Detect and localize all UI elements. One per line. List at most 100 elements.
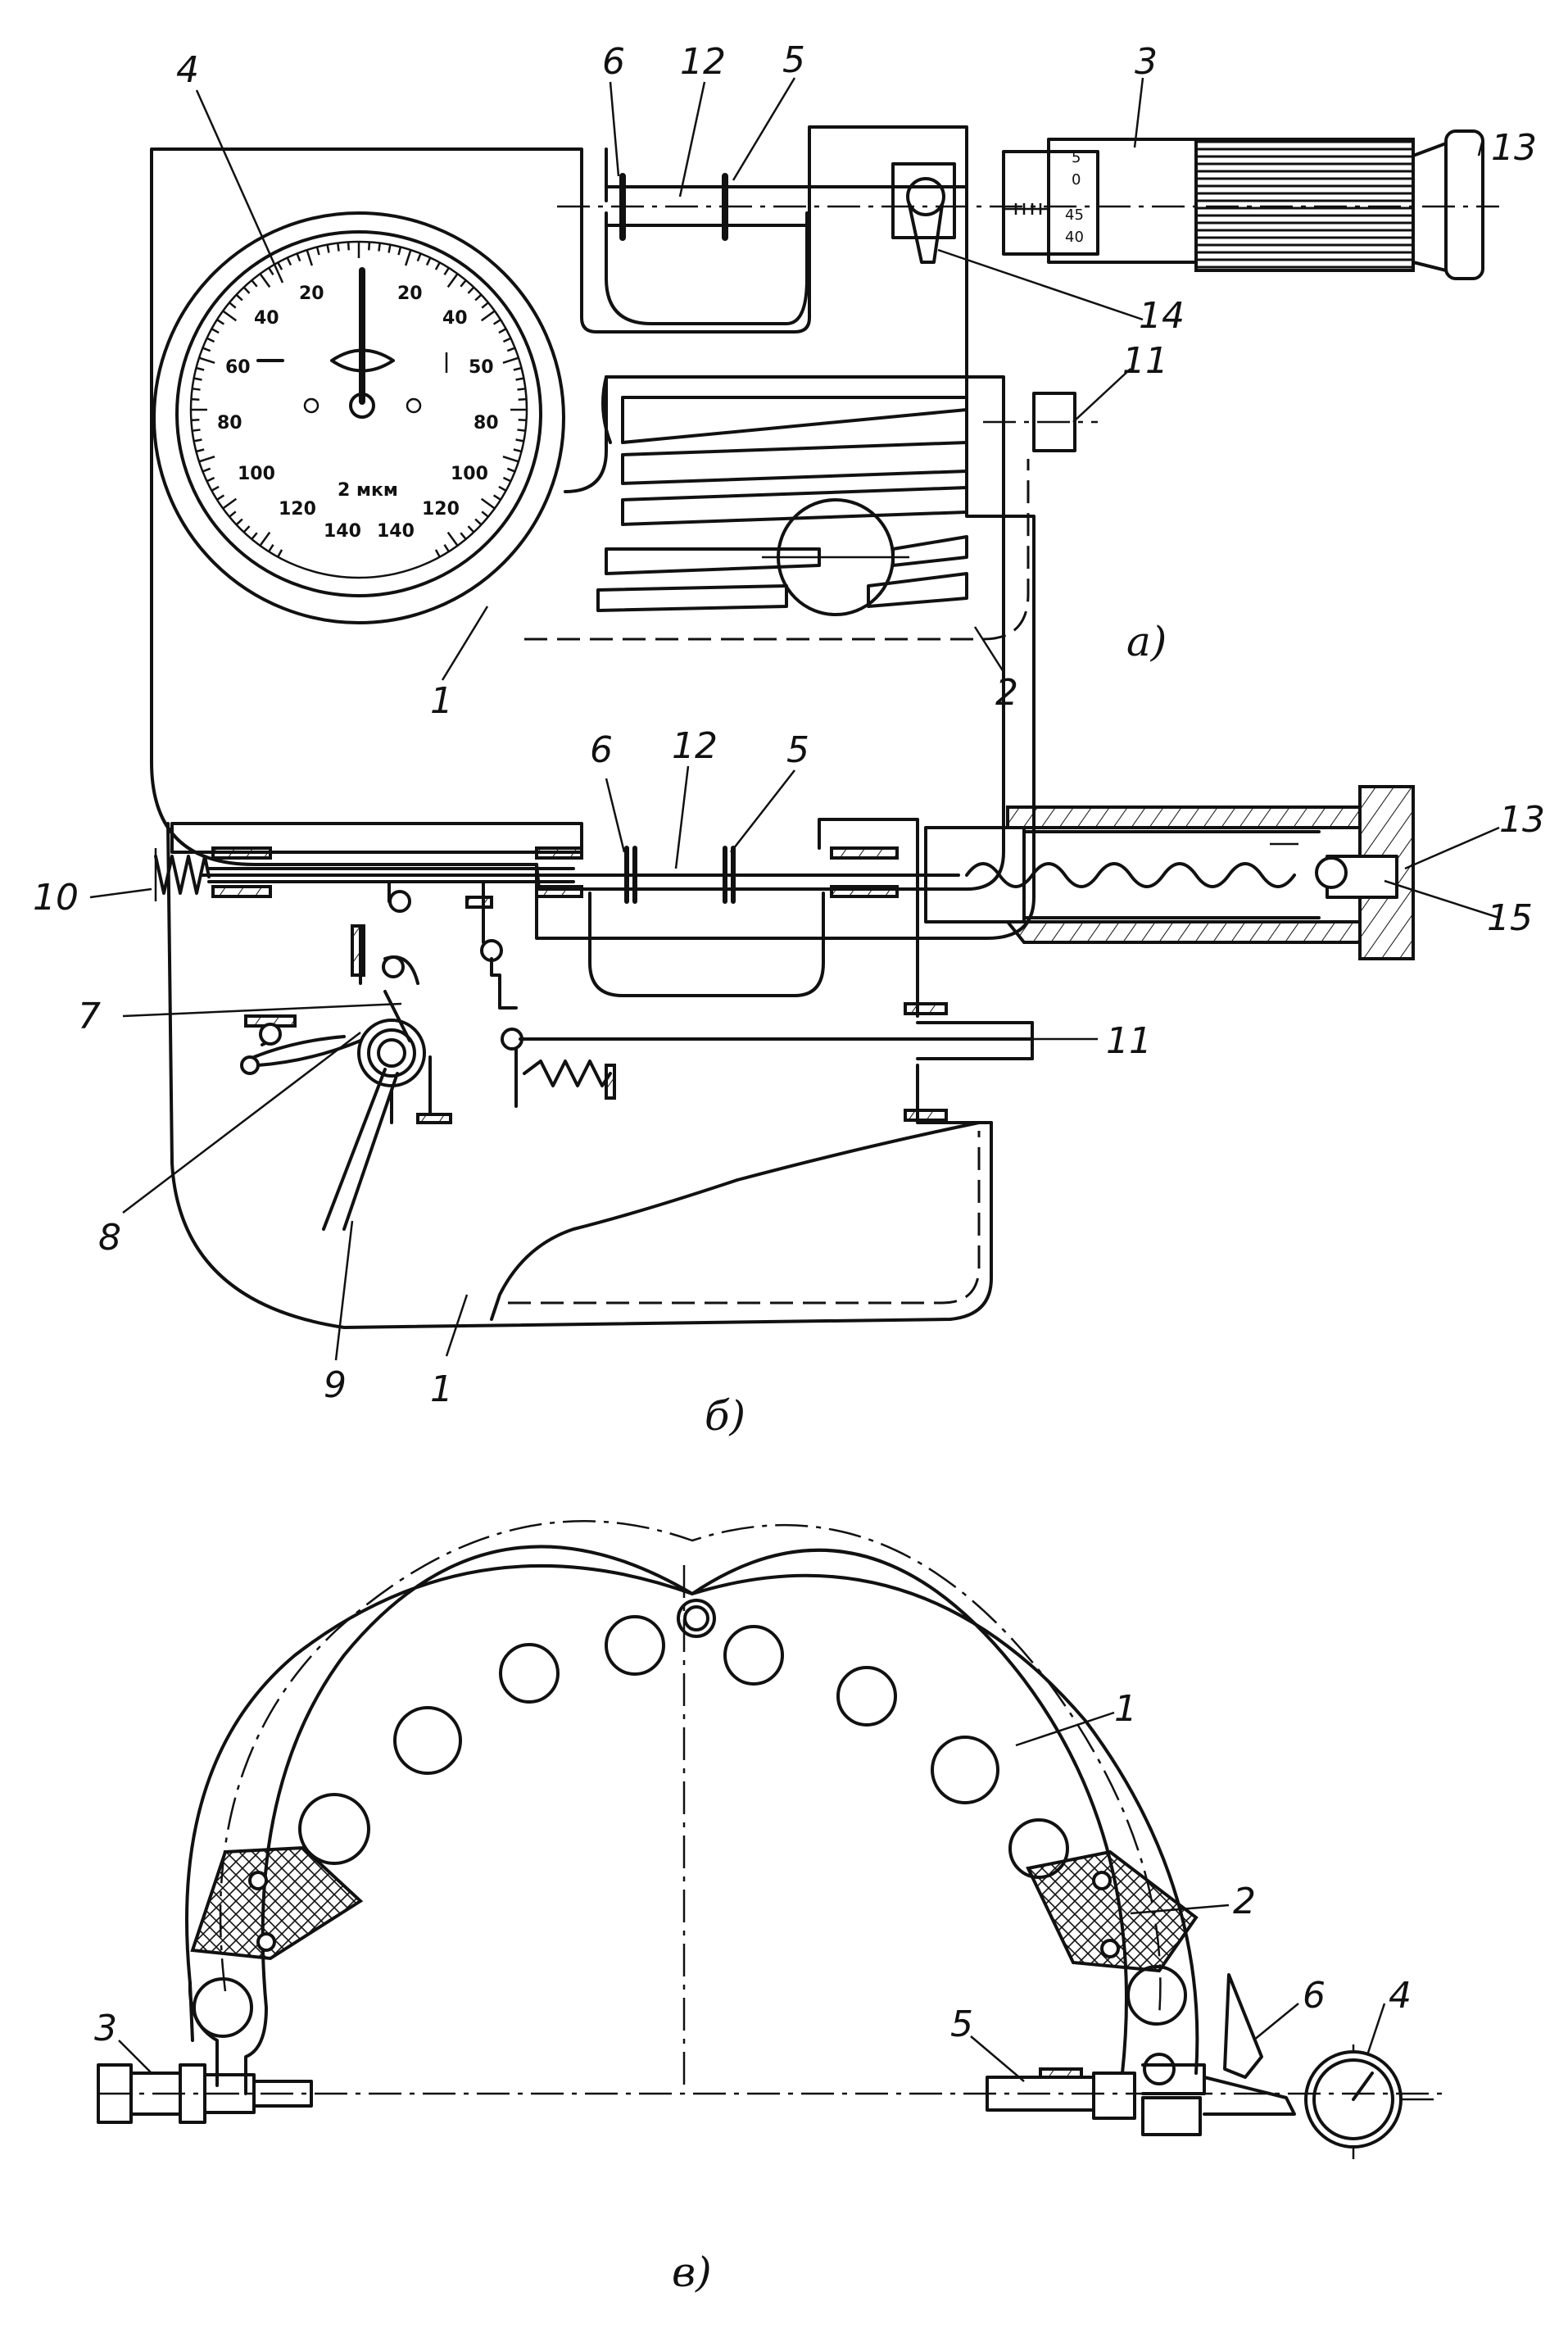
dial-tick: [480, 310, 496, 322]
label-b-12: 12: [672, 725, 718, 767]
dial-tick: [268, 543, 274, 552]
dial-left-80: 80: [217, 413, 242, 433]
leaders-a: [195, 77, 1484, 681]
frame-body-a: [150, 125, 1036, 940]
dial-tick: [196, 366, 205, 371]
label-a-11: 11: [1122, 340, 1168, 382]
dial-hub: [349, 393, 375, 419]
dial-tick: [474, 293, 483, 302]
lever-6: [1223, 1973, 1263, 2079]
dial-right-40: 40: [442, 308, 468, 329]
dial-tick: [222, 497, 238, 510]
label-b-15: 15: [1487, 897, 1533, 939]
dial-tick: [397, 247, 402, 256]
caption-c: в): [672, 2249, 712, 2296]
label-c-4: 4: [1389, 1975, 1412, 2017]
pocket-curve-2: [601, 375, 612, 444]
dial-tick: [480, 497, 496, 510]
label-a-5: 5: [782, 39, 805, 81]
thimble-num-3: 40: [1065, 229, 1084, 246]
dial-tick: [513, 448, 522, 453]
label-b-9: 9: [324, 1364, 347, 1406]
dial-tick: [242, 525, 251, 533]
dashed-outline-a: [524, 459, 1030, 641]
label-b-6: 6: [590, 729, 613, 771]
thimble-b: [924, 826, 1026, 923]
dial-tick: [481, 302, 489, 309]
figure-b: 6 12 5 13 15 10 7 11 8 9 1 б): [33, 725, 1545, 1440]
dial-tick: [513, 366, 522, 371]
arc-centerline: [219, 1520, 1162, 2017]
label-b-11: 11: [1106, 1020, 1152, 1062]
dial-tick: [315, 247, 320, 256]
dial-left-100: 100: [238, 464, 275, 484]
sleeve: [1002, 150, 1099, 256]
dial-right-80: 80: [474, 413, 499, 433]
cutaway-b: [490, 1121, 981, 1321]
lever-mechanism: [240, 880, 1034, 1231]
leaders-b: [89, 765, 1500, 1361]
arc-bracket: [185, 1545, 1199, 2095]
dial-tick: [474, 518, 483, 526]
dial-tick: [296, 252, 301, 262]
dial-tick: [515, 438, 524, 442]
dial-tick: [347, 242, 351, 251]
spring-10: [154, 855, 211, 895]
label-a-3: 3: [1135, 41, 1158, 83]
figure-a: 5 0 45 40 20 40 60 80 100 120 140 20 40 …: [150, 39, 1537, 940]
sleeve-ticks: [1014, 203, 1042, 215]
dial-tick: [202, 467, 211, 473]
dial-ticks: [191, 242, 527, 558]
dial-tick: [498, 485, 507, 492]
dial-tick: [467, 525, 475, 533]
dial-left-20: 20: [299, 284, 324, 304]
dial-tick: [242, 286, 251, 294]
figure-c: 1 2 3 5 6 4 в): [94, 1520, 1442, 2296]
label-a-13: 13: [1491, 127, 1537, 169]
thimble-num-0: 5: [1072, 149, 1081, 166]
micrometer-head-3: [97, 2063, 313, 2124]
dial-tick: [498, 328, 507, 334]
dial-right-50: 50: [469, 357, 494, 378]
dial-tick: [251, 532, 258, 540]
dial-outer: [152, 211, 565, 624]
dial-left-140: 140: [324, 521, 361, 542]
dial-left-40: 40: [254, 308, 279, 329]
dashed-outline-b: [508, 1131, 981, 1305]
dial-tick: [515, 377, 524, 381]
dial-eye: [330, 348, 395, 373]
guides-b: [211, 846, 948, 1122]
dial-tick: [268, 267, 274, 276]
slot-b: [588, 892, 825, 997]
dial-tick: [198, 455, 215, 463]
dial-tick: [259, 531, 271, 547]
label-a-12: 12: [680, 41, 726, 83]
sleeve-hatched-b: [1006, 805, 1362, 829]
dial-tick: [192, 388, 201, 391]
label-a-4: 4: [176, 49, 199, 91]
dial-right-20: 20: [397, 284, 423, 304]
pocket-curve: [564, 375, 608, 493]
dial-tick: [492, 494, 501, 501]
dial-tick: [506, 347, 516, 352]
dial-tick: [222, 310, 238, 322]
dial-tick: [446, 273, 459, 288]
pad-left: [190, 1845, 364, 1961]
label-a-14: 14: [1139, 295, 1185, 337]
dial-tick: [235, 518, 243, 526]
dial-left-60: 60: [225, 357, 251, 378]
dial-right-100: 100: [451, 464, 488, 484]
frame-outline-b: [166, 818, 993, 1329]
dial-tick: [191, 397, 200, 402]
dial-tick: [193, 377, 202, 381]
pocket-outline: [535, 375, 1005, 891]
dial-ring: [175, 230, 542, 597]
dial-right-140: 140: [377, 521, 415, 542]
dial-tick: [277, 549, 283, 558]
dial-tick: [259, 273, 271, 288]
dial-tick: [425, 256, 432, 266]
caption-b: б): [705, 1392, 745, 1440]
label-c-3: 3: [94, 2008, 117, 2049]
dial-tick: [502, 476, 512, 483]
